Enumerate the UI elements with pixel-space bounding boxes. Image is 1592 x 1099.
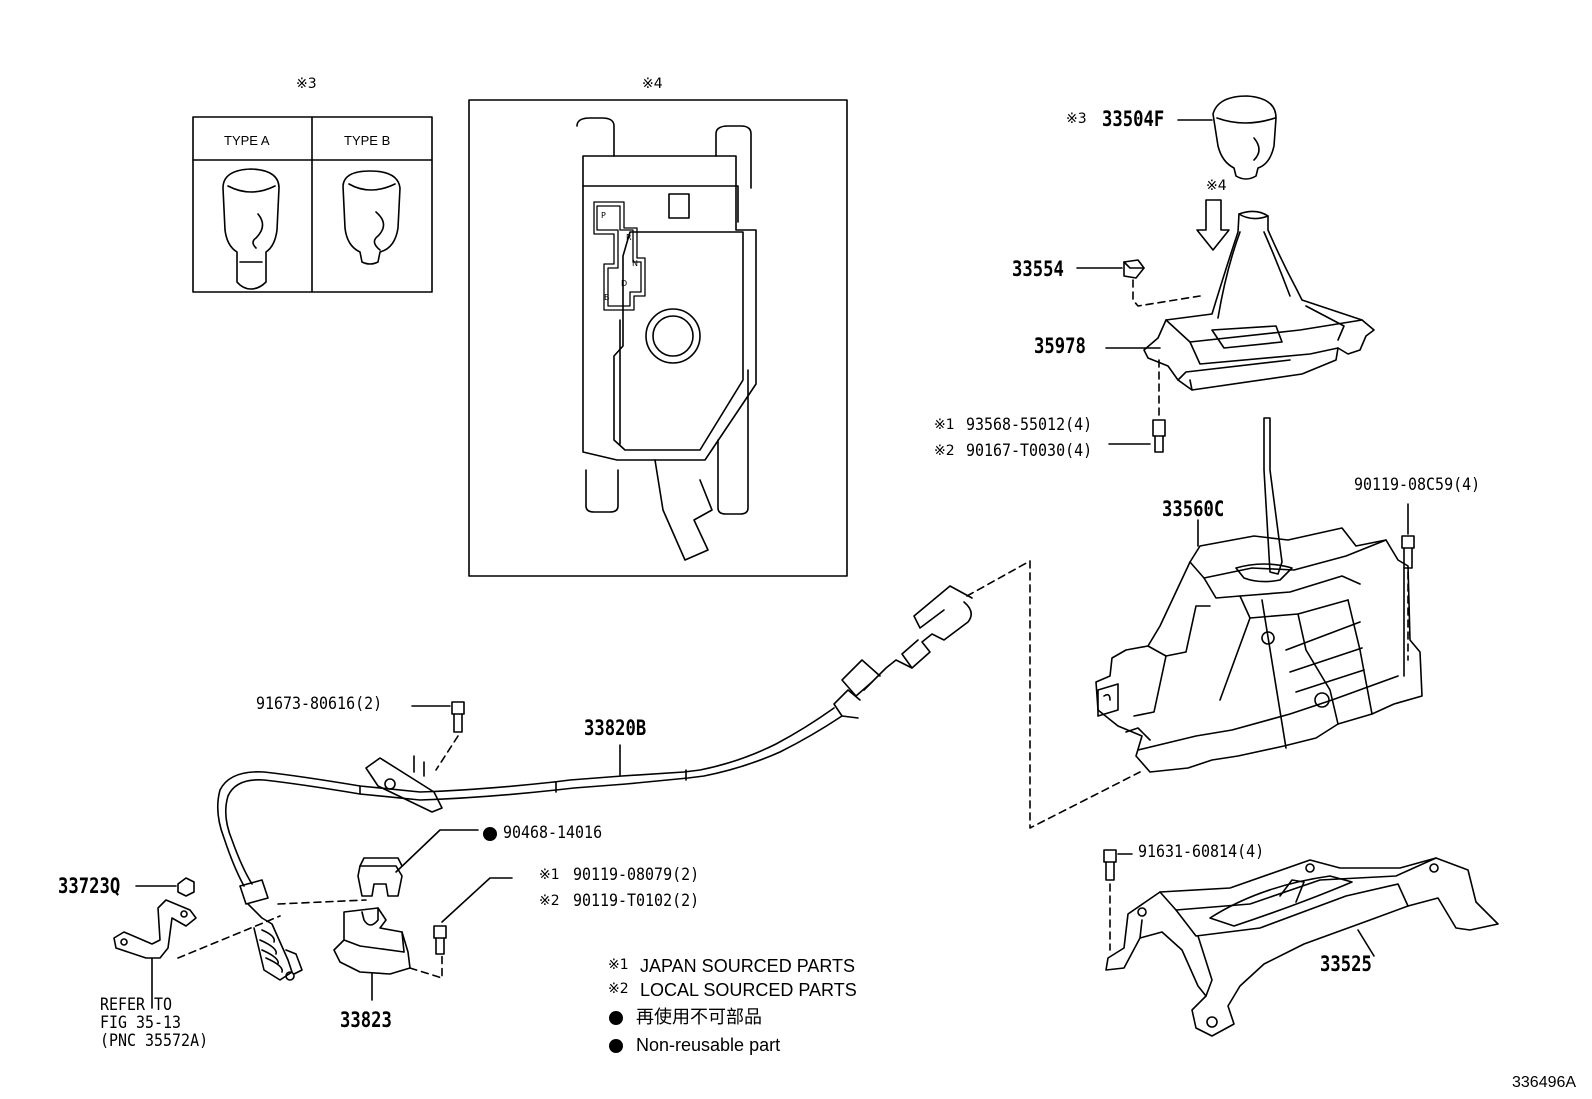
lever-bolt-drawing [1401, 503, 1415, 661]
legend-2-text: LOCAL SOURCED PARTS [640, 980, 857, 1000]
knob-part-number: 33504F [1102, 107, 1165, 131]
knob-type-a-drawing [222, 168, 280, 290]
bracket-bolt-1-part-number: 90119-08079(2) [573, 865, 700, 885]
cable-bolt-part-number: 91673-80616(2) [256, 694, 383, 714]
clip-drawing [1076, 259, 1201, 307]
knob-mark: ※3 [1066, 111, 1087, 127]
knob-type-b-drawing [342, 170, 401, 265]
legend-3-text: 再使用不可部品 [636, 1007, 762, 1027]
installation-arrow [1196, 199, 1230, 251]
gate-letter-n: N [632, 259, 638, 268]
screw-1-mark: ※1 [934, 417, 955, 433]
bracket-bolt-2-part-number: 90119-T0102(2) [573, 891, 700, 911]
retainer-clip-drawing [357, 829, 479, 897]
refer-line-2: FIG 35-13 [100, 1013, 182, 1033]
legend-2-mark: ※2 [608, 981, 629, 997]
clip-part-number: 33554 [1012, 257, 1064, 281]
shift-cable-drawing [216, 585, 973, 981]
cable-bracket-drawing [277, 899, 443, 1001]
screw-2-mark: ※2 [934, 443, 955, 459]
screw-1-part-number: 93568-55012(4) [966, 415, 1093, 435]
boot-screw-drawing [1108, 359, 1166, 453]
legend-1-text: JAPAN SOURCED PARTS [640, 956, 856, 976]
nut-drawing [135, 877, 195, 897]
boot-bezel-part-number: 35978 [1034, 334, 1086, 358]
legend-bullet-2 [609, 1039, 623, 1053]
knob-type-inset [192, 116, 433, 293]
shift-boot-bezel-drawing [1105, 210, 1375, 391]
base-bracket-part-number: 33525 [1320, 952, 1372, 976]
base-bolt-part-number: 91631-60814(4) [1138, 842, 1265, 862]
shift-lever-assembly-drawing [1095, 417, 1423, 773]
base-bracket-drawing [1105, 857, 1499, 1037]
refer-bracket-drawing [113, 899, 281, 1009]
arrow-mark: ※4 [1206, 178, 1227, 194]
legend-bullet-1 [609, 1011, 623, 1025]
cable-part-number: 33820B [584, 716, 647, 740]
gate-inset-mark: ※4 [642, 76, 663, 92]
bracket-bolt-drawing [433, 877, 513, 955]
gate-letter-r: R [626, 233, 632, 242]
bracket-part-number: 33823 [340, 1008, 392, 1032]
retainer-bullet [483, 827, 497, 841]
gate-letter-b: B [604, 293, 610, 302]
shift-gate-inset: P R N D B [468, 99, 848, 577]
lever-bolt-part-number: 90119-08C59(4) [1354, 475, 1481, 495]
shift-knob-drawing [1177, 95, 1277, 180]
screw-2-part-number: 90167-T0030(4) [966, 441, 1093, 461]
bracket-bolt-1-mark: ※1 [539, 867, 560, 883]
nut-part-number: 33723Q [58, 874, 121, 898]
legend-4-text: Non-reusable part [636, 1035, 781, 1055]
retainer-part-number: 90468-14016 [503, 823, 603, 843]
type-b-label: TYPE B [344, 133, 391, 148]
alignment-dash-lever [966, 560, 1141, 829]
refer-line-1: REFER TO [100, 995, 173, 1015]
legend-1-mark: ※1 [608, 957, 629, 973]
figure-id: 336496A [1512, 1074, 1577, 1091]
bracket-bolt-2-mark: ※2 [539, 893, 560, 909]
refer-line-3: (PNC 35572A) [100, 1031, 209, 1051]
gate-letter-d: D [621, 279, 627, 288]
gate-letter-p: P [601, 211, 606, 220]
base-bolt-drawing [1103, 849, 1133, 951]
type-a-label: TYPE A [224, 133, 270, 148]
shift-lever-assy-part-number: 33560C [1162, 497, 1225, 521]
knob-types-mark: ※3 [296, 76, 317, 92]
cable-bolt-drawing [411, 701, 465, 771]
